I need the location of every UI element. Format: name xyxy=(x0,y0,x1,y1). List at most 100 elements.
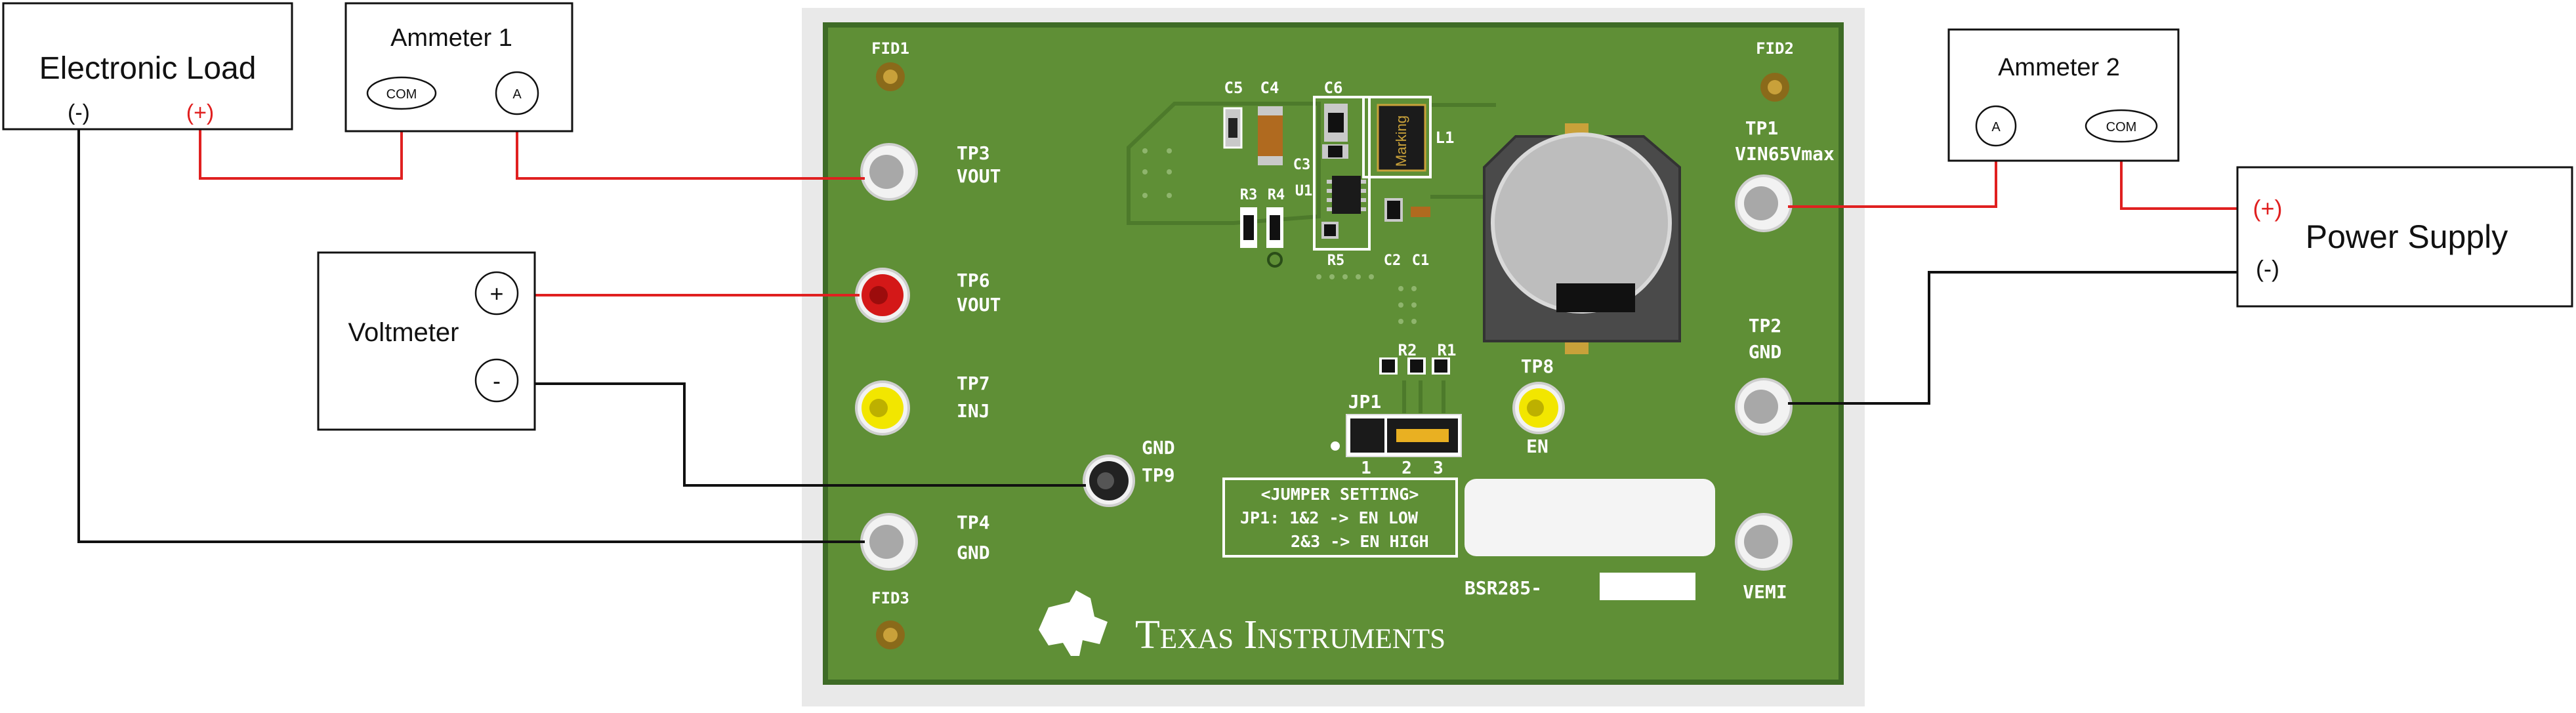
electronic-load[interactable]: Electronic Load (-) (+) xyxy=(2,2,293,131)
l1-label: L1 xyxy=(1436,129,1455,147)
vemi-label: VEMI xyxy=(1743,581,1787,603)
power-supply[interactable]: Power Supply (+) (-) xyxy=(2236,166,2573,308)
c2-label: C2 xyxy=(1384,253,1402,269)
r2-label: R2 xyxy=(1398,341,1417,359)
power-supply-neg-label: (-) xyxy=(2256,255,2279,282)
c3-label: C3 xyxy=(1293,157,1311,173)
voltmeter-minus-label: - xyxy=(493,367,501,394)
ammeter-2[interactable]: Ammeter 2 A COM xyxy=(1947,28,2180,162)
wire-load-pos-to-ammeter1-com xyxy=(199,129,403,180)
power-supply-pos-label: (+) xyxy=(2253,195,2283,222)
wire-load-neg-to-tp4 xyxy=(77,129,865,543)
electronic-load-title: Electronic Load xyxy=(39,51,257,86)
tp7-label: INJ xyxy=(957,400,990,422)
test-point-tp8[interactable]: TP8 EN xyxy=(1512,356,1565,457)
test-point-tp4[interactable]: TP4 GND xyxy=(860,512,990,571)
test-point-vemi[interactable]: VEMI xyxy=(1735,513,1793,603)
ammeter1-a-terminal[interactable]: A xyxy=(495,71,539,115)
fid1-label: FID1 xyxy=(871,39,909,58)
trace-region xyxy=(1127,102,1321,225)
voltmeter-neg-terminal[interactable]: - xyxy=(474,358,519,403)
tp1-name: TP1 xyxy=(1745,117,1779,139)
inductor-small xyxy=(1377,104,1426,172)
ammeter2-a-label: A xyxy=(1991,120,2001,134)
test-point-tp3[interactable]: TP3 VOUT xyxy=(860,142,1001,201)
fiducial-fid2: FID2 xyxy=(1756,39,1794,102)
voltmeter-pos-terminal[interactable]: + xyxy=(474,271,519,316)
wire-ammeter1-a-to-tp3 xyxy=(516,131,865,180)
c4-part xyxy=(1258,106,1283,165)
electronic-load-neg-label: (-) xyxy=(68,100,90,125)
fiducial-fid1: FID1 xyxy=(871,39,909,91)
tp9-label: GND xyxy=(1142,437,1175,458)
tp3-label: VOUT xyxy=(957,165,1001,187)
jp1-pin-3: 3 xyxy=(1433,458,1444,478)
test-point-tp1[interactable]: TP1 VIN65Vmax xyxy=(1735,117,1835,232)
voltmeter[interactable]: Voltmeter + - xyxy=(317,251,536,431)
ammeter2-title: Ammeter 2 xyxy=(1998,54,2120,81)
part-number-prefix: BSR285- xyxy=(1465,577,1542,599)
c6-label: C6 xyxy=(1324,79,1343,97)
ammeter1-com-terminal[interactable]: COM xyxy=(366,76,437,110)
c4-label: C4 xyxy=(1260,79,1279,97)
u1-outline xyxy=(1313,96,1371,251)
l1-small-outline xyxy=(1362,96,1432,178)
tp3-name: TP3 xyxy=(957,142,990,164)
ti-emblem xyxy=(1039,590,1108,656)
test-point-tp9[interactable]: GND TP9 xyxy=(1083,437,1175,507)
ammeter1-com-label: COM xyxy=(386,87,417,102)
r5-label: R5 xyxy=(1327,253,1345,269)
voltmeter-plus-label: + xyxy=(489,280,503,307)
l1-pad-bottom xyxy=(1565,340,1589,354)
tp7-name: TP7 xyxy=(957,373,990,394)
components: C5 C4 C6 C3 U1 Marking L1 R5 C2 C1 R3 R4 xyxy=(1142,79,1681,478)
ammeter2-com-label: COM xyxy=(2106,120,2137,134)
test-point-tp7[interactable]: TP7 INJ xyxy=(855,373,990,436)
tp8-name: TP8 xyxy=(1521,356,1554,377)
ti-wordmark: Texas Instruments xyxy=(1135,613,1445,657)
tp4-name: TP4 xyxy=(957,512,990,533)
blank-label-area xyxy=(1465,479,1715,556)
ammeter2-com-terminal[interactable]: COM xyxy=(2085,109,2158,143)
tp1-label: VIN65Vmax xyxy=(1735,143,1835,165)
tp2-name: TP2 xyxy=(1749,315,1782,336)
l1-marking-bar xyxy=(1556,283,1635,312)
ammeter1-a-label: A xyxy=(512,87,522,102)
electronic-load-pos-label: (+) xyxy=(186,100,215,125)
r4-label: R4 xyxy=(1268,187,1285,203)
wire-voltmeter-neg-to-tp9 xyxy=(518,382,1086,487)
tp8-label: EN xyxy=(1526,436,1548,457)
jp1-label: JP1 xyxy=(1348,391,1382,413)
test-point-tp2[interactable]: TP2 GND xyxy=(1735,315,1793,436)
tp6-name: TP6 xyxy=(957,270,990,291)
jumper-setting-line1: JP1: 1&2 -> EN LOW xyxy=(1240,508,1419,527)
u1-chip xyxy=(1332,176,1361,214)
r1-label: R1 xyxy=(1438,341,1457,359)
tp9-name: TP9 xyxy=(1142,464,1175,486)
c5-label: C5 xyxy=(1224,79,1243,97)
part-number-blank xyxy=(1600,573,1695,600)
fid2-label: FID2 xyxy=(1756,39,1794,58)
c1-label: C1 xyxy=(1412,253,1430,269)
ti-logo: Texas Instruments xyxy=(1039,590,1445,657)
fid3-label: FID3 xyxy=(871,589,909,607)
jumper-setting-title: <JUMPER SETTING> xyxy=(1261,485,1419,504)
test-point-tp6[interactable]: TP6 VOUT xyxy=(855,268,1001,323)
tp2-label: GND xyxy=(1749,341,1782,363)
voltmeter-title: Voltmeter xyxy=(348,318,459,347)
tp4-label: GND xyxy=(957,542,990,563)
jumper-setting-box: <JUMPER SETTING> JP1: 1&2 -> EN LOW 2&3 … xyxy=(1222,478,1458,558)
jumper-setting-line2: 2&3 -> EN HIGH xyxy=(1291,532,1429,551)
wire-supply-neg-to-tp2 xyxy=(1788,271,2237,405)
jp1-pin-1: 1 xyxy=(1361,458,1371,478)
marking-label: Marking xyxy=(1393,115,1409,167)
r3-label: R3 xyxy=(1240,187,1258,203)
power-supply-title: Power Supply xyxy=(2306,218,2508,255)
ammeter2-a-terminal[interactable]: A xyxy=(1975,105,2017,147)
wires xyxy=(77,129,2237,543)
wire-tp1-to-ammeter2-a xyxy=(1788,144,1997,208)
jp1-pin-2: 2 xyxy=(1402,458,1412,478)
ammeter-1[interactable]: Ammeter 1 COM A xyxy=(344,2,573,132)
